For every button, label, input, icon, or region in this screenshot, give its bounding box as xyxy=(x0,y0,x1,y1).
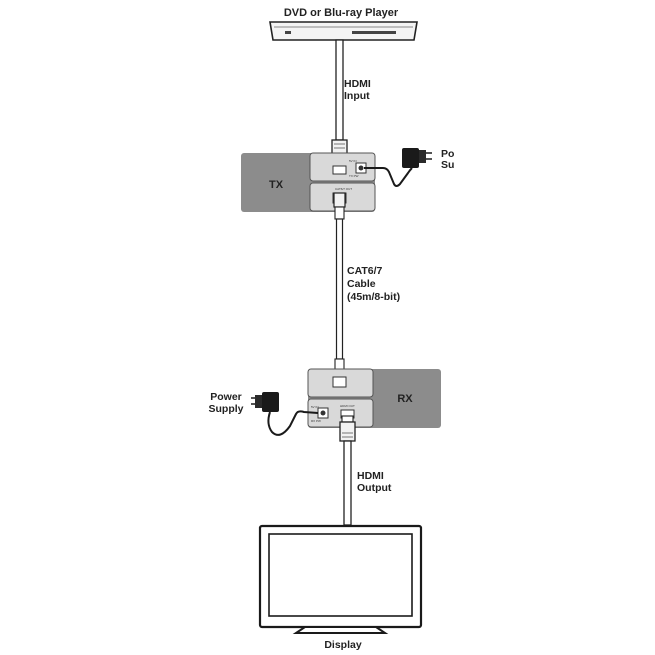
player-body xyxy=(269,21,418,41)
rx-power-adapter xyxy=(262,392,279,412)
svg-text:HDMI: HDMI xyxy=(357,470,384,482)
tx-unit: TX 5V IN TX PW CAT6/7 OUT xyxy=(241,152,376,212)
display-stand xyxy=(292,626,389,634)
tx-power-supply-label: Po Su xyxy=(441,148,454,171)
source-label: DVD or Blu-ray Player xyxy=(284,7,399,19)
svg-text:5V IN: 5V IN xyxy=(311,405,319,409)
hdmi-input-label: HDMI Input xyxy=(344,78,371,102)
tx-power-adapter xyxy=(402,148,419,168)
svg-text:5V IN: 5V IN xyxy=(349,159,357,163)
player-button xyxy=(285,31,291,34)
svg-text:Input: Input xyxy=(344,90,370,102)
hdmi-output-connector xyxy=(339,421,356,442)
rx-power-supply-label: Power Supply xyxy=(208,391,243,415)
tx-hdmi-in-port xyxy=(332,165,347,175)
tx-label: TX xyxy=(269,179,284,191)
display-screen xyxy=(268,533,413,617)
rx-power-supply: Power Supply xyxy=(208,391,319,436)
cat-cable-label: CAT6/7 Cable (45m/8-bit) xyxy=(347,265,400,303)
display-monitor: Display xyxy=(258,524,423,651)
source-player: DVD or Blu-ray Player xyxy=(269,7,418,41)
svg-text:Cable: Cable xyxy=(347,278,376,290)
hdmi-output-cable xyxy=(339,415,356,526)
svg-text:TX PW: TX PW xyxy=(349,174,359,178)
rx-cat-port xyxy=(332,376,347,388)
svg-text:RX PW: RX PW xyxy=(311,419,321,423)
svg-text:CAT6/7: CAT6/7 xyxy=(347,265,383,277)
svg-text:HDMI: HDMI xyxy=(344,78,371,90)
svg-text:CAT6/7 OUT: CAT6/7 OUT xyxy=(335,187,352,191)
hdmi-output-label: HDMI Output xyxy=(357,470,392,494)
svg-text:(45m/8-bit): (45m/8-bit) xyxy=(347,291,400,303)
svg-text:Po: Po xyxy=(441,148,454,160)
cat-connector-top xyxy=(333,192,346,208)
cat-cable xyxy=(333,192,346,386)
svg-text:Power: Power xyxy=(210,391,242,403)
svg-text:Supply: Supply xyxy=(208,403,243,415)
hdmi-input-cable xyxy=(331,39,348,167)
rx-label: RX xyxy=(397,393,413,405)
tx-power-supply: Po Su xyxy=(364,148,454,187)
svg-text:Su: Su xyxy=(441,159,454,171)
svg-text:Output: Output xyxy=(357,482,392,494)
player-display-slot xyxy=(352,31,396,34)
svg-text:HDMI OUT: HDMI OUT xyxy=(340,404,355,408)
rx-unit: RX 5V IN RX PW HDMI OUT xyxy=(307,368,441,428)
display-label: Display xyxy=(324,639,362,651)
